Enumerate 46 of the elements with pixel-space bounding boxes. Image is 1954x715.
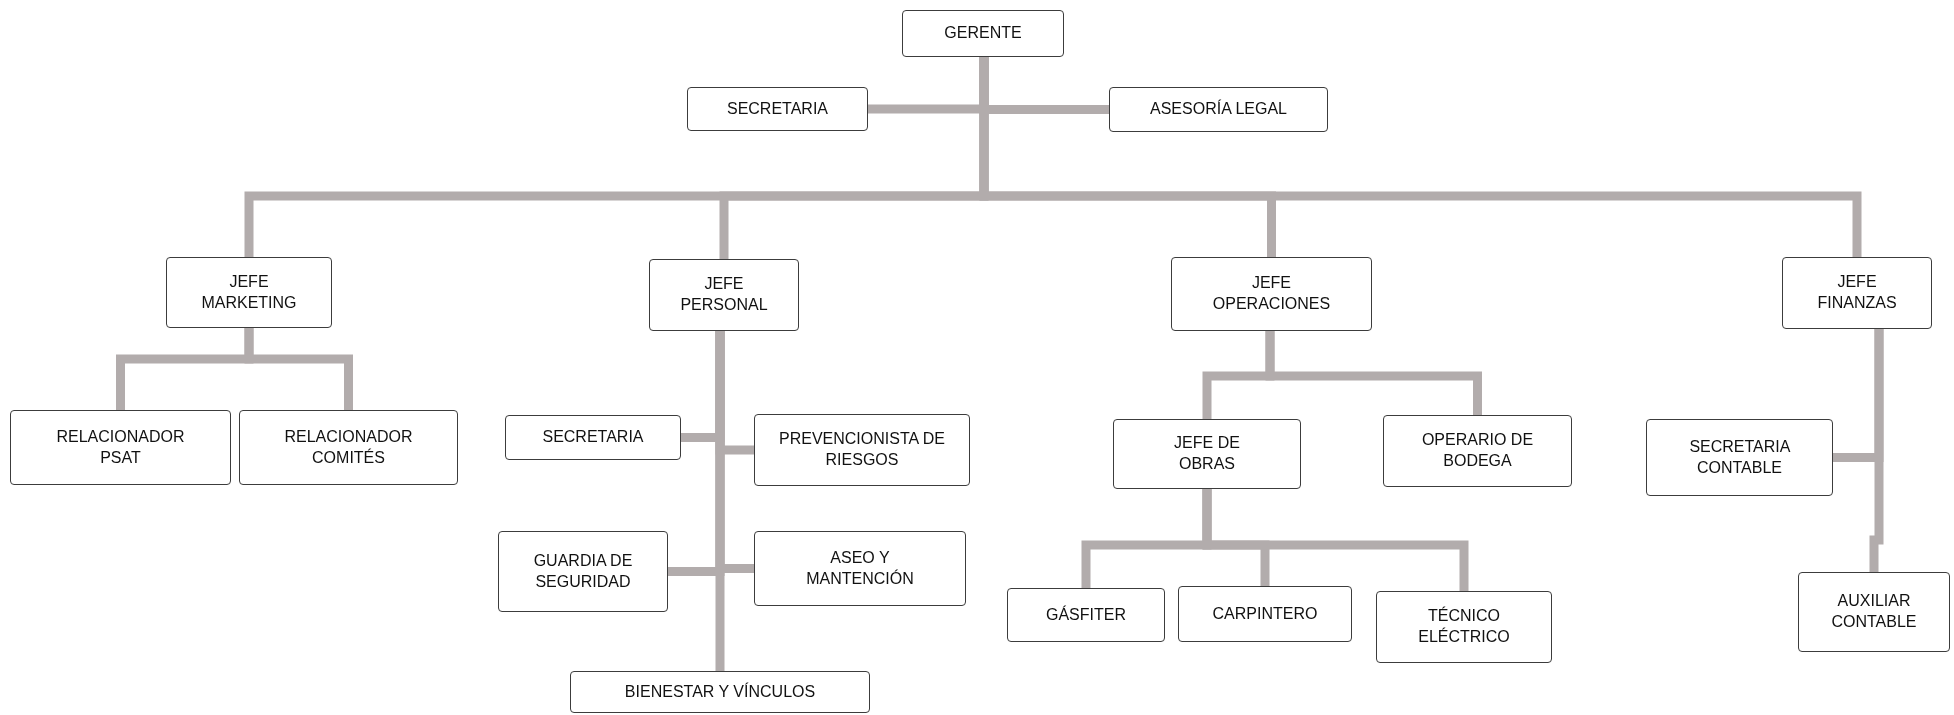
position-title: ASEO Y MANTENCIÓN (805, 547, 915, 589)
position-title: GERENTE (944, 23, 1022, 44)
position-title: ASESORÍA LEGAL (1150, 99, 1287, 120)
position-box (1646, 419, 1833, 496)
position-box (1782, 257, 1932, 329)
position-box (10, 410, 231, 485)
position-box (1383, 415, 1572, 487)
position-title: JEFE MARKETING (201, 271, 297, 313)
position-title: AUXILIAR CONTABLE (1831, 591, 1917, 632)
position-title: TÉCNICO ELÉCTRICO (1418, 606, 1510, 647)
position-box (649, 259, 799, 331)
connector-line (1869, 329, 1884, 572)
position-box (902, 10, 1064, 57)
position-title: SECRETARIA CONTABLE (1689, 436, 1790, 478)
position-title: JEFE OPERACIONES (1212, 273, 1331, 314)
position-title: SECRETARIA (542, 427, 644, 448)
position-title: GÁSFITER (1046, 604, 1126, 625)
position-title: SECRETARIA (726, 98, 829, 119)
position-box (687, 87, 868, 131)
position-title: RELACIONADOR PSAT (56, 426, 185, 468)
position-box (239, 410, 458, 485)
position-title: RELACIONADOR COMITÉS (284, 426, 413, 468)
connector-line (244, 328, 353, 410)
position-title: CARPINTERO (1212, 603, 1318, 624)
position-title: OPERARIO DE BODEGA (1420, 430, 1535, 471)
position-title: PREVENCIONISTA DE RIESGOS (778, 429, 946, 470)
connector-line (1265, 331, 1482, 415)
position-box (1171, 257, 1372, 331)
position-box (1376, 591, 1552, 663)
position-box (1798, 572, 1950, 652)
position-title: BIENESTAR Y VÍNCULOS (624, 681, 816, 702)
position-title: JEFE FINANZAS (1817, 272, 1897, 313)
position-box (754, 414, 970, 486)
position-box (505, 415, 681, 460)
position-box (570, 671, 870, 713)
position-box (1178, 586, 1352, 642)
position-box (1007, 588, 1165, 642)
connector-line (1202, 489, 1469, 591)
position-box (166, 257, 332, 328)
position-title: JEFE DE OBRAS (1173, 433, 1241, 474)
position-box (1109, 87, 1328, 132)
position-box (498, 531, 668, 612)
position-box (754, 531, 966, 606)
position-title: GUARDIA DE SEGURIDAD (532, 550, 634, 592)
position-box (1113, 419, 1301, 489)
position-title: JEFE PERSONAL (680, 274, 768, 315)
